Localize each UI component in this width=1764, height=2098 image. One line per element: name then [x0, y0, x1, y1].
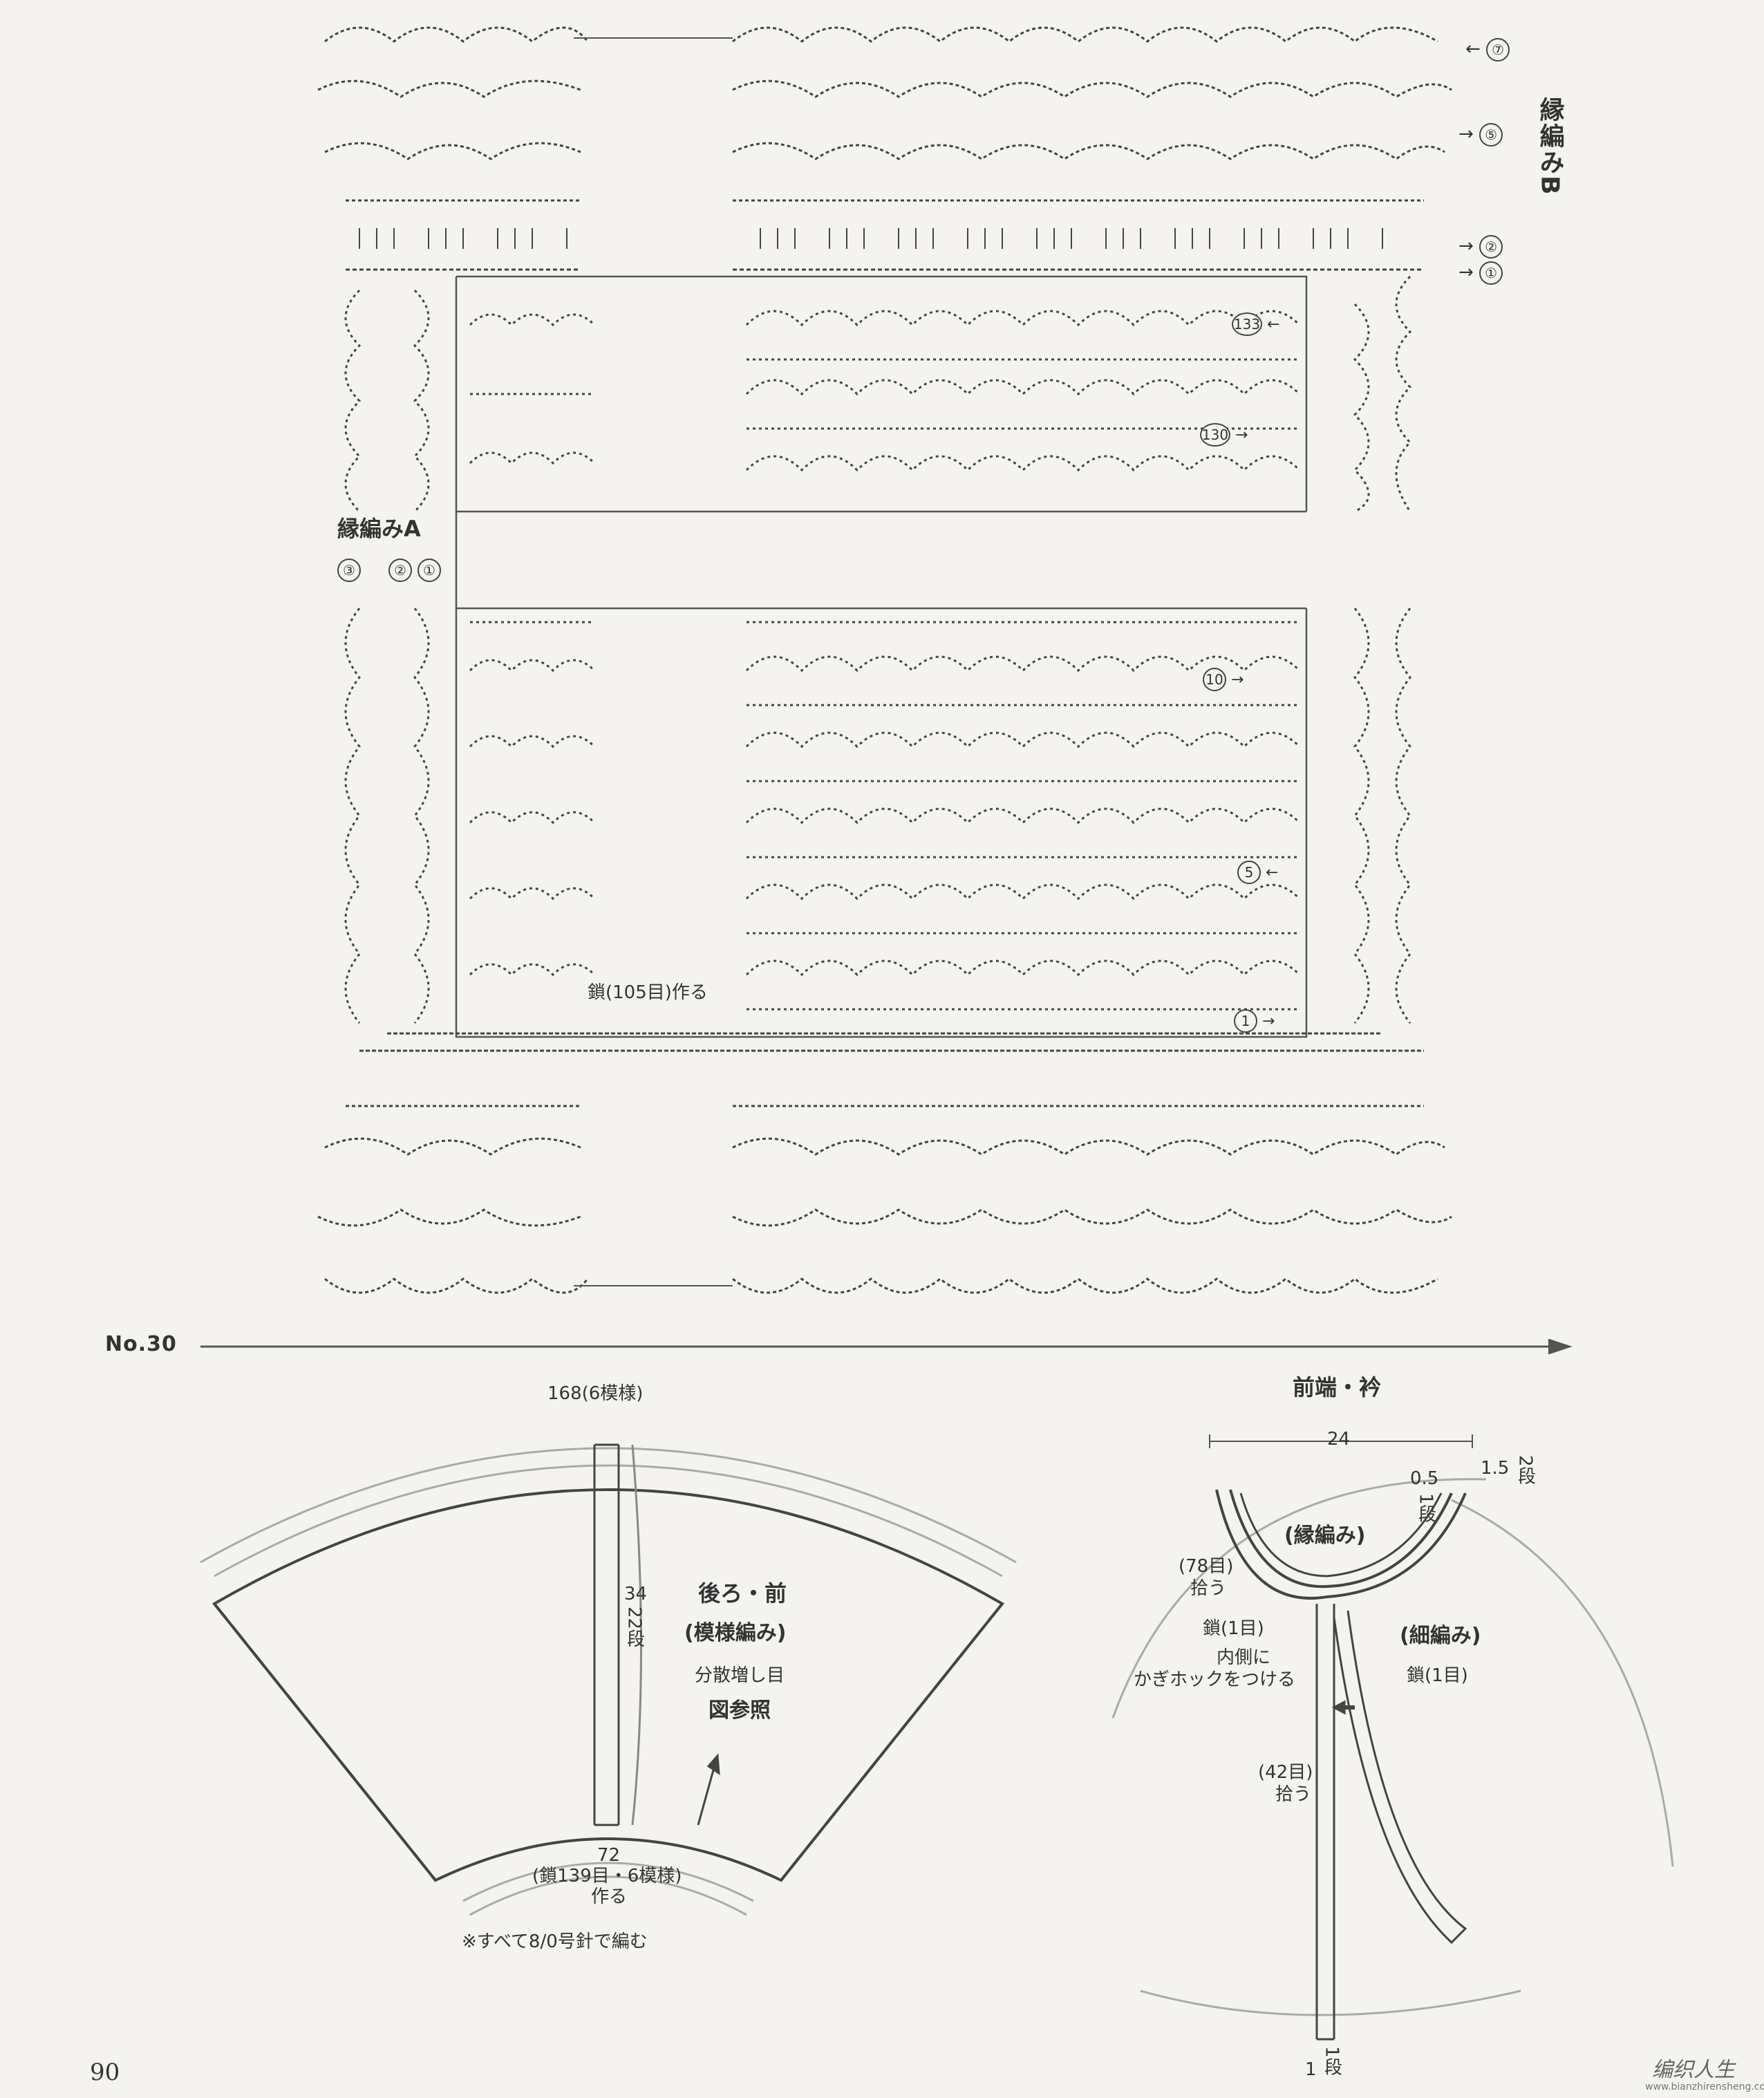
row-10-marker: 10 →: [1203, 668, 1244, 691]
section-arrow: [200, 1338, 1573, 1355]
edging-b-stitch-row: [346, 228, 1424, 271]
edging-a-label: 縁編みA: [337, 516, 421, 542]
front-band-edging-label: (縁編み): [1284, 1524, 1366, 1548]
body-bottom-chain: (鎖139目・6模様): [532, 1866, 682, 1886]
page-number: 90: [90, 2059, 120, 2086]
front-band-measure-1-rows: 1段: [1415, 1493, 1436, 1523]
watermark: 编织人生: [1652, 2058, 1735, 2082]
row-marker-2: → ②: [1458, 235, 1503, 259]
pattern-frame: [455, 275, 1308, 1038]
watermark-url: www.bianzhirensheng.com: [1645, 2081, 1764, 2092]
row-1-marker: 1 →: [1234, 1009, 1275, 1033]
edging-b-top: [317, 26, 1452, 202]
edging-bottom: [317, 1105, 1452, 1294]
edging-a-left: [344, 289, 430, 1024]
front-band-measure-1: 0.5: [1410, 1468, 1439, 1489]
row-5-marker: 5 ←: [1237, 861, 1278, 884]
body-top-width: 168(6模様): [547, 1383, 644, 1404]
edging-a-row-2: ②: [388, 559, 412, 582]
front-band-chain-1b: 鎖(1目): [1407, 1665, 1468, 1686]
front-band-measure-2-rows: 2段: [1514, 1455, 1536, 1485]
front-band-pick42b: 拾う: [1275, 1784, 1312, 1805]
front-band-hook-2: かぎホックをつける: [1134, 1669, 1296, 1690]
pattern-upper-block: [469, 310, 1301, 472]
body-piece-top-arc: [200, 1447, 1017, 1577]
front-band-width: 24: [1327, 1429, 1351, 1450]
body-piece-title: 後ろ・前: [698, 1580, 787, 1607]
body-piece-shape: [212, 1488, 1005, 1882]
row-marker-7: ← ⑦: [1465, 38, 1510, 62]
edging-a-row-1: ①: [417, 559, 441, 582]
footnote: ※すべて8/0号針で編む: [462, 1931, 648, 1952]
edging-b-label: 縁編みB: [1535, 97, 1564, 196]
front-band-chain-1a: 鎖(1目): [1203, 1618, 1264, 1639]
front-band-bottom-rows: 1段: [1321, 2046, 1342, 2076]
body-bottom-make: 作る: [591, 1886, 628, 1907]
front-band-sc-label: (細編み): [1400, 1624, 1481, 1648]
section-title: No.30: [105, 1332, 177, 1356]
body-piece-note-2: 図参照: [709, 1698, 771, 1723]
front-band-pick78b: 拾う: [1190, 1578, 1227, 1599]
edging-a-row-3: ③: [337, 559, 361, 582]
row-marker-1: → ①: [1458, 261, 1503, 285]
front-band-measure-2: 1.5: [1481, 1458, 1510, 1479]
body-piece-bottom-arc: [462, 1862, 754, 1916]
body-piece-center: [593, 1443, 720, 1826]
front-band-title: 前端・衿: [1293, 1374, 1382, 1401]
body-piece-subtitle: (模様編み): [684, 1621, 787, 1645]
front-band-bottom: 1: [1305, 2059, 1317, 2080]
row-marker-5: → ⑤: [1458, 123, 1503, 147]
body-height: 34: [624, 1584, 648, 1604]
front-band-pick78: (78目): [1179, 1556, 1234, 1577]
row-130-marker: 130 →: [1200, 423, 1248, 447]
body-height-rows: 22段: [623, 1607, 645, 1648]
pattern-lower-block: [469, 621, 1301, 1011]
foundation-chain: [359, 1032, 1424, 1052]
front-band-pick42: (42目): [1258, 1762, 1313, 1783]
front-band-dims: [1209, 1434, 1473, 1448]
front-band-hook-1: 内側に: [1217, 1647, 1271, 1668]
front-band-shape: [1111, 1478, 1674, 2041]
edging-right: [1353, 275, 1412, 1024]
body-bottom-width: 72: [597, 1845, 621, 1866]
body-piece-note-1: 分散増し目: [695, 1665, 785, 1686]
foundation-chain-label: 鎖(105目)作る: [588, 982, 708, 1003]
row-133-marker: 133 ←: [1232, 312, 1279, 336]
